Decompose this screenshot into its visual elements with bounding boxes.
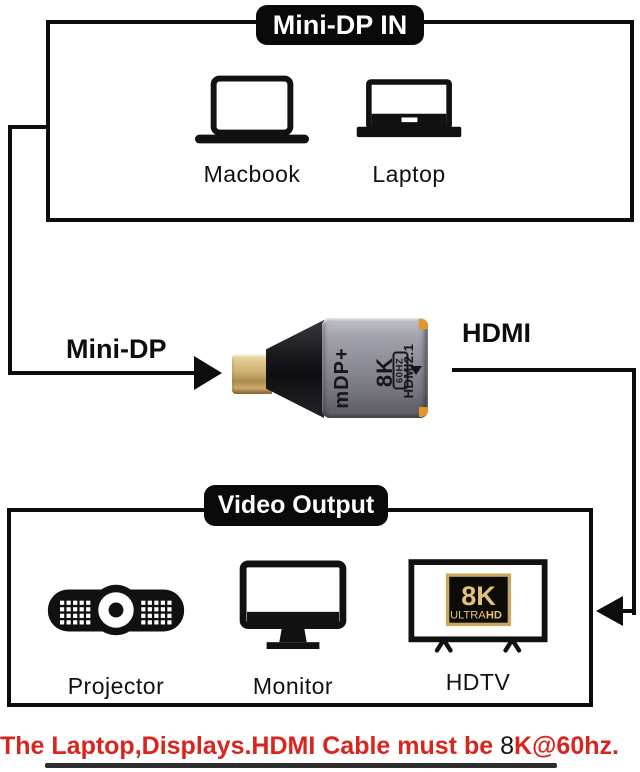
adapter-port-marking: mDP+	[331, 347, 353, 409]
output-section-title-label: Video Output	[217, 491, 375, 519]
footnote-red-before: The Laptop,Displays.HDMI Cable must be	[0, 732, 501, 760]
minidp-port-label: Mini-DP	[66, 334, 167, 364]
footnote-underline	[45, 763, 557, 768]
device-hdtv: 8K ULTRA HD HDTV	[407, 558, 549, 696]
monitor-icon	[239, 560, 347, 655]
connector-line-hdmi	[452, 368, 636, 372]
hdmi-port-label: HDMI	[462, 318, 531, 348]
arrow-into-adapter	[194, 356, 222, 390]
laptop-icon	[353, 78, 465, 147]
footnote-black-value: 8	[500, 732, 514, 760]
device-laptop: Laptop	[352, 78, 466, 188]
input-section-title-label: Mini-DP IN	[272, 9, 408, 40]
adapter-orange-accent-bottom	[419, 407, 428, 417]
adapter-strain-relief	[266, 320, 324, 418]
projector-icon	[46, 580, 186, 645]
device-monitor: Monitor	[238, 560, 348, 700]
device-label: Projector	[67, 673, 165, 699]
device-macbook: Macbook	[192, 74, 312, 188]
output-section-title: Video Output	[204, 485, 388, 526]
connector-line-left-branch	[8, 125, 48, 129]
macbook-icon	[193, 74, 311, 151]
device-label: HDTV	[445, 669, 511, 695]
hdtv-badge-hd: HD	[486, 610, 502, 622]
arrow-into-output	[596, 596, 623, 626]
device-label: Laptop	[372, 161, 446, 187]
adapter-orange-accent-top	[419, 319, 428, 329]
hdtv-badge-ultra: ULTRA	[450, 610, 486, 622]
connector-line-right-stub	[618, 609, 636, 613]
connector-line-left-vertical	[8, 125, 12, 375]
hdtv-icon: 8K ULTRA HD	[408, 558, 548, 661]
minidp-plug	[232, 354, 272, 394]
hdtv-badge-resolution: 8K	[461, 581, 496, 611]
footnote-red-after: K@60hz.	[513, 732, 619, 760]
adapter-direction-arrow-icon	[410, 366, 422, 375]
connector-line-right-vertical	[632, 368, 636, 615]
device-label: Monitor	[252, 673, 334, 699]
input-section-title: Mini-DP IN	[256, 5, 424, 45]
footnote-text: The Laptop,Displays.HDMI Cable must be 8…	[0, 732, 619, 761]
device-projector: Projector	[45, 580, 187, 700]
input-section-box	[46, 20, 634, 222]
connector-line-minidp	[8, 371, 198, 375]
device-label: Macbook	[203, 161, 301, 187]
